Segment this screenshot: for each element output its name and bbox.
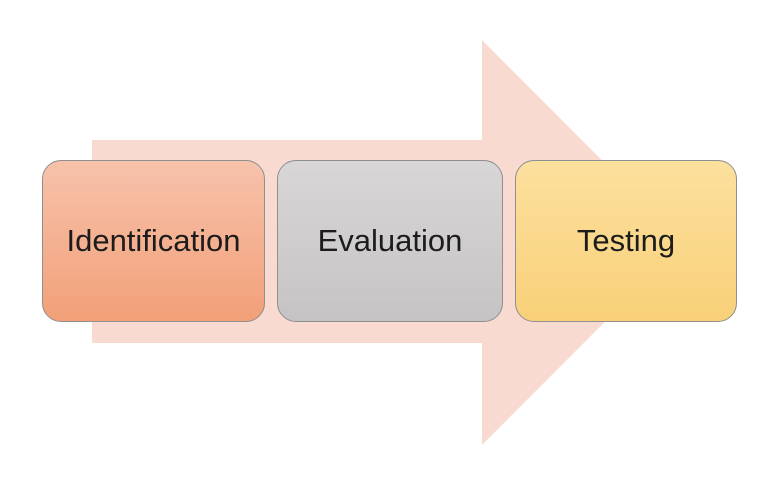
step-box-identification: Identification xyxy=(42,160,265,322)
step-box-evaluation: Evaluation xyxy=(277,160,503,322)
step-box-testing: Testing xyxy=(515,160,737,322)
step-label-identification: Identification xyxy=(66,222,241,258)
step-label-testing: Testing xyxy=(576,222,676,258)
step-label-evaluation: Evaluation xyxy=(317,222,463,258)
